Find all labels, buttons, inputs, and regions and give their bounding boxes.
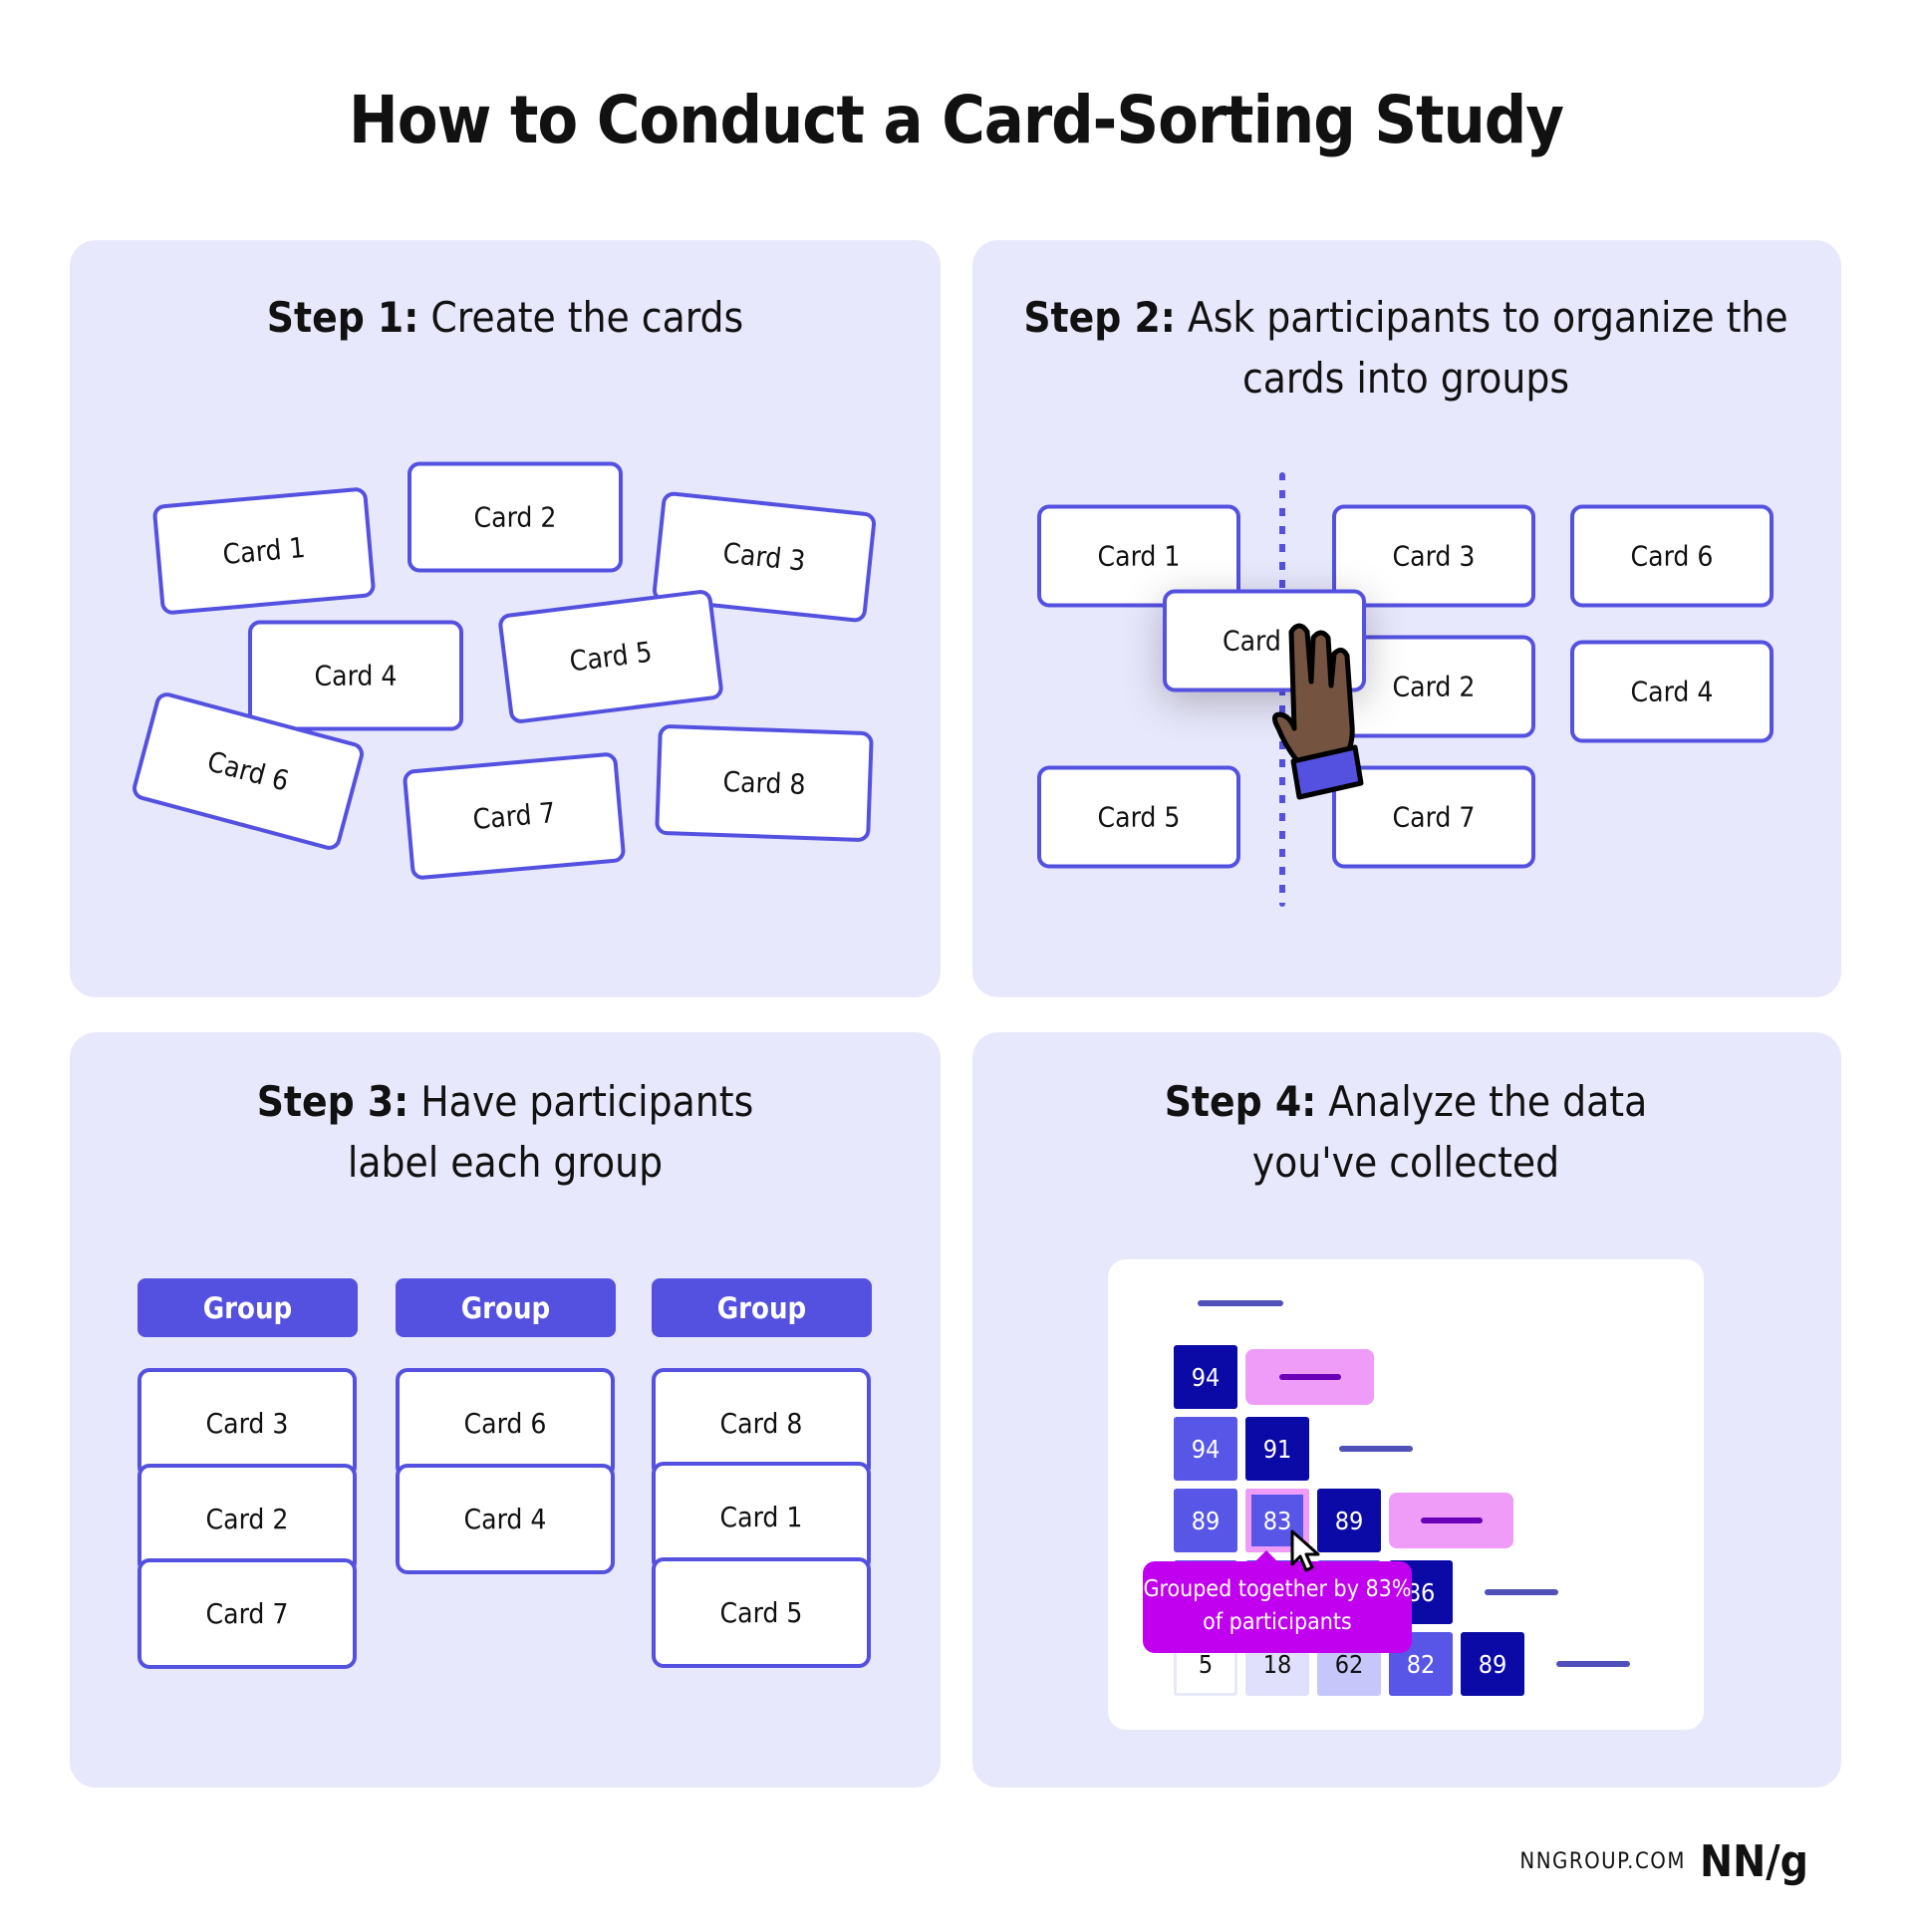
- hand-icon: [1272, 623, 1364, 800]
- card[interactable]: Card 5: [1037, 765, 1240, 869]
- row-label-placeholder: [1556, 1661, 1630, 1667]
- group-label[interactable]: Group: [137, 1278, 358, 1337]
- step4-title: Step 4: Analyze the data you've collecte…: [1127, 1071, 1685, 1193]
- card[interactable]: Card 2: [1332, 635, 1535, 738]
- card[interactable]: Card 3: [1332, 504, 1535, 608]
- step2-title: Step 2: Ask participants to organize the…: [977, 287, 1834, 409]
- group-label[interactable]: Group: [396, 1278, 616, 1337]
- card[interactable]: Card 1: [652, 1462, 871, 1572]
- tooltip: Grouped together by 83% of participants: [1143, 1550, 1412, 1653]
- card[interactable]: Card 3: [137, 1368, 357, 1479]
- dragged-card-label: Card: [1223, 624, 1281, 658]
- matrix-cell[interactable]: 94: [1174, 1417, 1237, 1481]
- matrix-cell[interactable]: 89: [1317, 1489, 1381, 1552]
- step3-title: Step 3: Have participants label each gro…: [226, 1071, 784, 1193]
- diagonal-label-highlight: [1245, 1349, 1374, 1405]
- row-label-placeholder: [1339, 1446, 1413, 1452]
- card[interactable]: Card 4: [1570, 640, 1774, 743]
- step1-title: Step 1: Create the cards: [77, 287, 934, 348]
- nng-logo: NN/g: [1699, 1836, 1808, 1887]
- matrix-cell[interactable]: 89: [1174, 1489, 1237, 1552]
- step-label: Step 2:: [1023, 293, 1176, 342]
- card[interactable]: Card 2: [137, 1464, 357, 1574]
- card[interactable]: Card 6: [396, 1368, 615, 1479]
- card[interactable]: Card 5: [652, 1557, 871, 1668]
- footer: NNGROUP.COM NN/g: [1519, 1836, 1808, 1887]
- step-label: Step 1:: [266, 293, 419, 342]
- step-label: Step 3:: [256, 1077, 410, 1126]
- row-label-placeholder: [1485, 1589, 1558, 1595]
- card[interactable]: Card 7: [137, 1558, 357, 1669]
- card[interactable]: Card 4: [248, 620, 463, 731]
- card[interactable]: Card 4: [396, 1464, 615, 1574]
- group-label[interactable]: Group: [652, 1278, 872, 1337]
- card[interactable]: Card 1: [151, 486, 377, 616]
- cursor-icon: [1290, 1529, 1320, 1572]
- step-text: Ask participants to organize the cards i…: [1187, 293, 1788, 403]
- card[interactable]: Card 8: [652, 1368, 871, 1479]
- matrix-cell[interactable]: 89: [1461, 1632, 1524, 1696]
- step-text: Analyze the data you've collected: [1251, 1077, 1648, 1187]
- page-title: How to Conduct a Card-Sorting Study: [349, 82, 1564, 158]
- footer-url[interactable]: NNGROUP.COM: [1519, 1849, 1686, 1874]
- step-label: Step 4:: [1164, 1077, 1317, 1126]
- card[interactable]: Card 8: [655, 723, 874, 843]
- card[interactable]: Card 7: [1332, 765, 1535, 869]
- step-text: Have participants label each group: [347, 1077, 754, 1187]
- card[interactable]: Card 7: [402, 751, 627, 881]
- row-label-placeholder: [1198, 1300, 1283, 1306]
- card[interactable]: Card 2: [408, 461, 623, 573]
- matrix-cell[interactable]: 91: [1245, 1417, 1309, 1481]
- step2-panel: [972, 240, 1841, 997]
- diagonal-label-highlight: [1389, 1493, 1513, 1548]
- matrix-cell[interactable]: 94: [1174, 1345, 1237, 1409]
- step-text: Create the cards: [430, 293, 744, 342]
- card[interactable]: Card 6: [1570, 504, 1774, 608]
